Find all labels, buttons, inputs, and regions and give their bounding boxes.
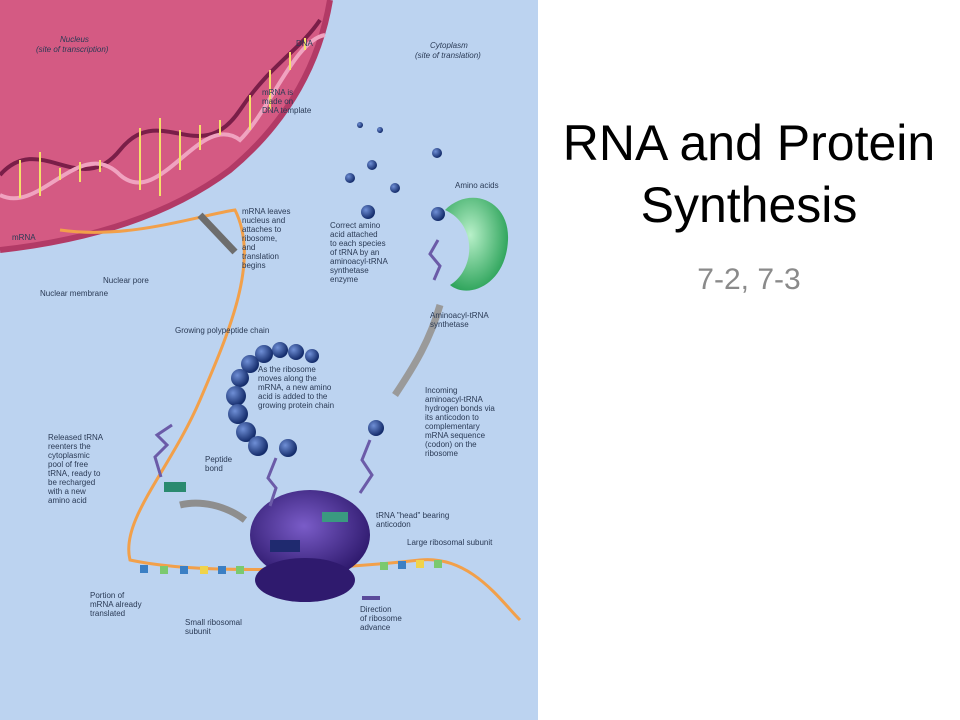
synthetase-label-line: synthetase [430,320,469,329]
arrow-mrna-to-ribosome [197,212,238,255]
mrna-strand [59,208,522,622]
step4-label-line: growing protein chain [258,401,334,410]
step6-label-line: with a new [47,487,86,496]
protein-synthesis-diagram: Nucleus (site of transcription) Cytoplas… [0,0,538,720]
step5-label-line: its anticodon to [425,413,479,422]
step3-label-line: aminoacyl-tRNA [330,257,388,266]
step3-label-line: acid attached [330,230,378,239]
arrow-released-trna [179,499,248,523]
peptide-bond-label-line: bond [205,464,223,473]
peptide-bond-label-line: Peptide [205,455,233,464]
portion-translated-label-line: mRNA already [90,600,142,609]
direction-label-line: advance [360,623,391,632]
slide-subtitle: 7-2, 7-3 [697,263,801,296]
step2-label-line: nucleus and [242,216,285,225]
step3-label-line: enzyme [330,275,359,284]
step5-label-line: hydrogen bonds via [425,404,495,413]
aminoacyl-trna-synthetase [445,197,509,291]
small-subunit-label-line: subunit [185,627,212,636]
step1-label-line: DNA template [262,106,312,115]
step1-label-line: made on [262,97,293,106]
step5-label-line: aminoacyl-tRNA [425,395,483,404]
step2-label-line: ribosome, [242,234,277,243]
amino-acids-label: Amino acids [455,181,499,190]
step4-label-line: moves along the [258,374,317,383]
small-subunit-label-line: Small ribosomal [185,618,242,627]
cytoplasm-label: Cytoplasm [430,41,468,50]
step5-label-line: ribosome [425,449,458,458]
nucleus-sublabel: (site of transcription) [36,45,109,54]
step5-label-line: complementary [425,422,480,431]
step4-label-line: As the ribosome [258,365,316,374]
free-amino-acids [345,122,445,221]
step2-label-line: attaches to [242,225,282,234]
nucleus [0,0,330,250]
step5-label-line: mRNA sequence [425,431,486,440]
step6-label-line: pool of free [48,460,89,469]
dna-label: DNA [296,39,314,48]
step6-label-line: Released tRNA [48,433,104,442]
nuclear-membrane-label: Nuclear membrane [40,289,109,298]
nuclear-membrane [0,0,333,253]
direction-label-line: Direction [360,605,392,614]
step1-label-line: mRNA is [262,88,293,97]
mrna-codons [140,560,442,574]
nucleus-label: Nucleus [60,35,89,44]
growing-polypeptide-chain [226,342,384,457]
step3-label-line: synthetase [330,266,369,275]
step2-label-line: begins [242,261,266,270]
trna-head-label-line: tRNA "head" bearing [376,511,449,520]
dna-helix [0,18,326,201]
step6-label-line: cytoplasmic [48,451,90,460]
cytoplasm-sublabel: (site of translation) [415,51,481,60]
step6-label-line: reenters the [48,442,91,451]
growing-chain-label: Growing polypeptide chain [175,326,269,335]
nuclear-pore-label: Nuclear pore [103,276,149,285]
step4-label-line: acid is added to the [258,392,328,401]
step6-label-line: be recharged [48,478,95,487]
arrow-trna-to-ribosome [392,304,444,397]
step3-label-line: Correct amino [330,221,381,230]
small-ribosomal-subunit [255,558,355,602]
step5-label-line: Incoming [425,386,457,395]
portion-translated-label-line: Portion of [90,591,125,600]
title-line-2: Synthesis [640,177,858,233]
step6-label-line: tRNA, ready to [48,469,101,478]
step3-label-line: to each species [330,239,386,248]
step2-label-line: translation [242,252,279,261]
step3-label-line: of tRNA by an [330,248,379,257]
step4-label-line: mRNA, a new amino [258,383,332,392]
synthetase-label-line: Aminoacyl-tRNA [430,311,489,320]
step2-label-line: mRNA leaves [242,207,290,216]
direction-label-line: of ribosome [360,614,402,623]
title-line-1: RNA and Protein [562,115,936,171]
trna-molecules [153,239,442,507]
step2-label-line: and [242,243,255,252]
large-subunit-label: Large ribosomal subunit [407,538,493,547]
step6-label-line: amino acid [48,496,87,505]
portion-translated-label-line: translated [90,609,125,618]
step5-label-line: (codon) on the [425,440,477,449]
trna-head-label-line: anticodon [376,520,411,529]
mrna-label: mRNA [12,233,36,242]
